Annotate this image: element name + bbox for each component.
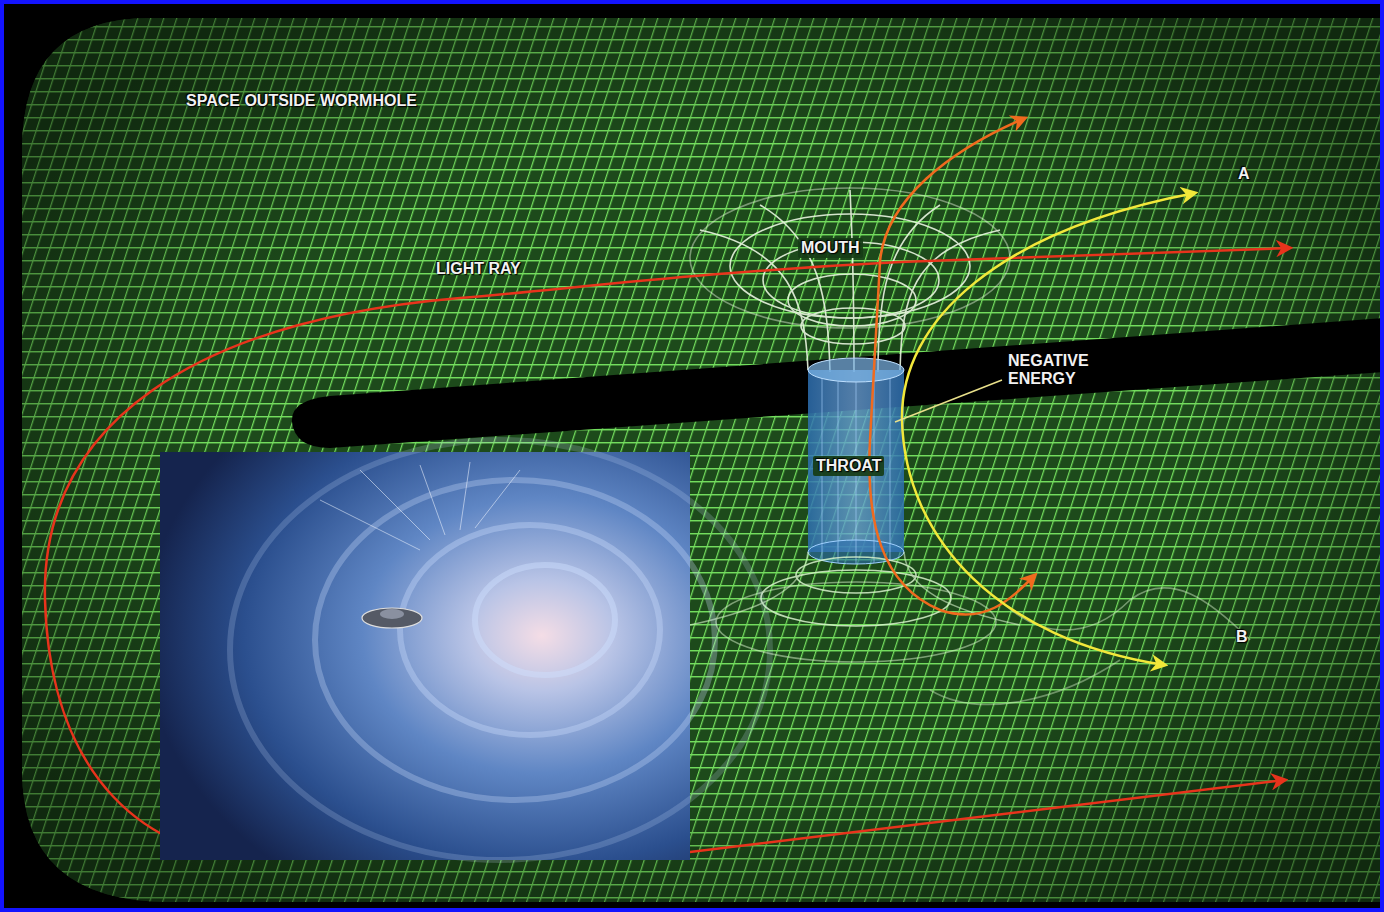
leader-line [895, 380, 1002, 422]
part-label: THROAT [813, 456, 884, 476]
region-label: SPACE OUTSIDE WORMHOLE [186, 92, 417, 110]
throat-cylinder [808, 358, 904, 564]
sheet-shading [22, 18, 1384, 902]
space-sheet [22, 18, 1384, 902]
ray-label: LIGHT RAY [436, 260, 521, 278]
end-label: A [1238, 165, 1250, 183]
part-label: MOUTH [798, 238, 863, 258]
mouth-funnel [690, 188, 1010, 372]
inset-picture [160, 440, 770, 860]
part-label: NEGATIVE ENERGY [1008, 352, 1108, 387]
light-ray [902, 193, 1195, 665]
end-label: B [1236, 628, 1248, 646]
